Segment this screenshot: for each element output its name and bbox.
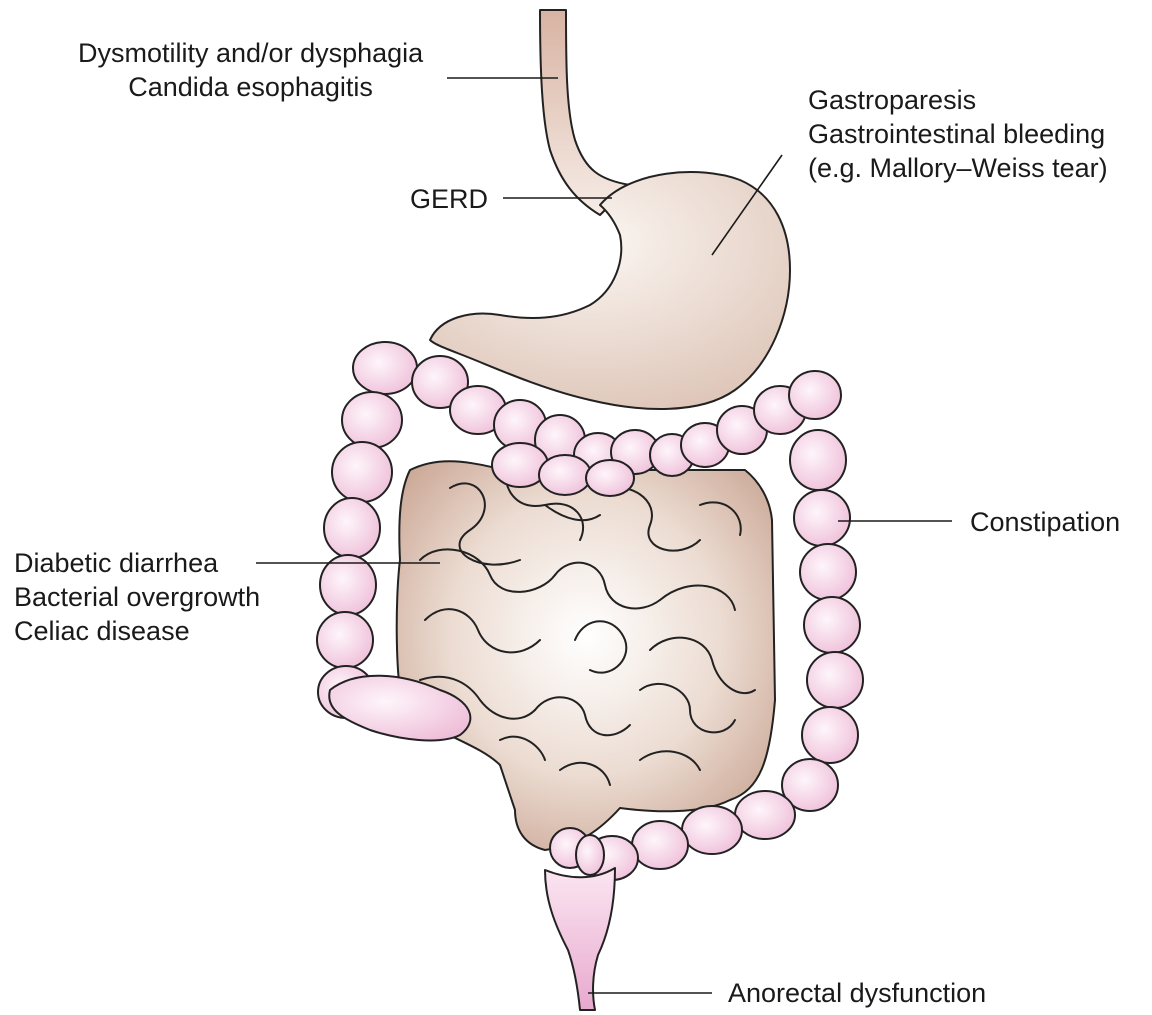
label-stomach-line-1: Gastroparesis <box>808 83 1108 117</box>
label-rectum: Anorectal dysfunction <box>728 976 986 1010</box>
label-small-intestine-line-1: Diabetic diarrhea <box>14 546 260 580</box>
label-stomach: Gastroparesis Gastrointestinal bleeding … <box>808 83 1108 185</box>
label-stomach-line-2: Gastrointestinal bleeding <box>808 117 1108 151</box>
ascending-colon <box>317 392 402 718</box>
label-gerd: GERD <box>410 182 488 216</box>
label-stomach-line-3: (e.g. Mallory–Weiss tear) <box>808 151 1108 185</box>
label-gerd-text: GERD <box>410 182 488 216</box>
label-small-intestine-line-2: Bacterial overgrowth <box>14 580 260 614</box>
label-esophagus: Dysmotility and/or dysphagia Candida eso… <box>78 36 423 104</box>
label-small-intestine: Diabetic diarrhea Bacterial overgrowth C… <box>14 546 260 648</box>
label-rectum-text: Anorectal dysfunction <box>728 976 986 1010</box>
label-esophagus-line-2: Candida esophagitis <box>78 70 423 104</box>
rectum <box>545 868 615 1010</box>
descending-colon <box>782 430 863 811</box>
label-small-intestine-line-3: Celiac disease <box>14 614 260 648</box>
esophagus <box>540 10 630 215</box>
small-intestine <box>397 461 775 850</box>
label-esophagus-line-1: Dysmotility and/or dysphagia <box>78 36 423 70</box>
label-colon-text: Constipation <box>970 505 1120 539</box>
label-colon: Constipation <box>970 505 1120 539</box>
